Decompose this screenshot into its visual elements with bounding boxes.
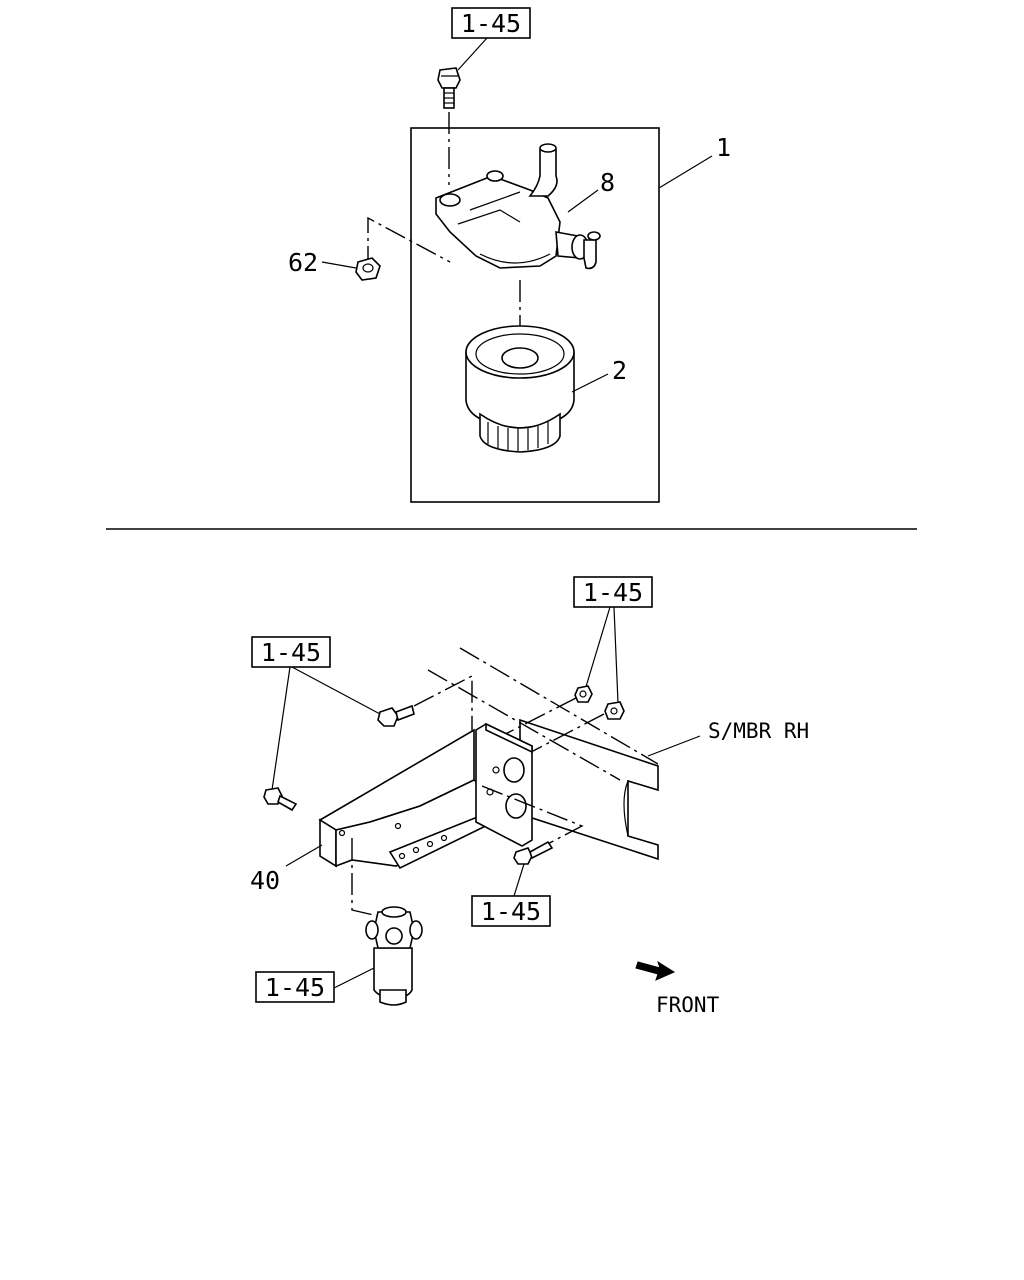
callout-filter: 2 (612, 356, 627, 385)
leader-nut (321, 261, 357, 269)
leader-filter (571, 373, 609, 393)
leader-head (567, 189, 599, 213)
callout-nut: 62 (288, 248, 318, 277)
leader-assembly (658, 155, 713, 189)
nut-upper-right (574, 685, 593, 703)
bolt-lower-left (263, 787, 298, 812)
ref-box-left: 1-45 (251, 636, 331, 668)
frame-label: S/MBR RH (708, 719, 809, 743)
bolt-top (437, 67, 461, 109)
frame-member (427, 647, 659, 861)
leader-ref-top (457, 37, 488, 71)
bracket-40 (318, 722, 584, 870)
top-assembly-section: 1-45 1 (288, 7, 731, 503)
bottom-bracket-section: 1-45 1-45 S/MBR RH (250, 576, 809, 1017)
front-arrow-icon (635, 960, 676, 981)
ref-box-top: 1-45 (451, 7, 531, 39)
leader-bolt-upper (291, 666, 381, 715)
ref-box-top-right: 1-45 (573, 576, 653, 608)
ref-label-left: 1-45 (261, 638, 321, 667)
nut-62 (355, 257, 381, 281)
leader-bolt-bottom (513, 863, 525, 897)
bolt-upper-left (377, 704, 415, 727)
centerline-nut (367, 216, 451, 268)
callout-bracket: 40 (250, 866, 280, 895)
small-filter (365, 906, 423, 1006)
assembly-box (410, 127, 660, 503)
callout-assembly: 1 (716, 133, 731, 162)
leader-nut-left (584, 606, 611, 691)
ref-label-bottom: 1-45 (481, 897, 541, 926)
callout-head: 8 (600, 168, 615, 197)
leader-bracket (285, 844, 323, 867)
filter-cartridge (465, 325, 575, 453)
ref-box-bottom: 1-45 (471, 895, 551, 927)
ref-label-small-filter: 1-45 (265, 973, 325, 1002)
ref-label-top: 1-45 (461, 9, 521, 38)
ref-box-small-filter: 1-45 (255, 971, 335, 1003)
nut-lower-right (604, 701, 625, 720)
bolt-bottom (513, 840, 554, 865)
centerline-small-filter (351, 838, 379, 917)
leader-small-filter (333, 967, 375, 989)
leader-frame (647, 735, 701, 757)
filter-head (435, 143, 601, 270)
front-label: FRONT (656, 993, 720, 1017)
leader-bolt-lower (271, 666, 291, 791)
leader-nut-right (613, 606, 619, 704)
ref-label-top-right: 1-45 (583, 578, 643, 607)
